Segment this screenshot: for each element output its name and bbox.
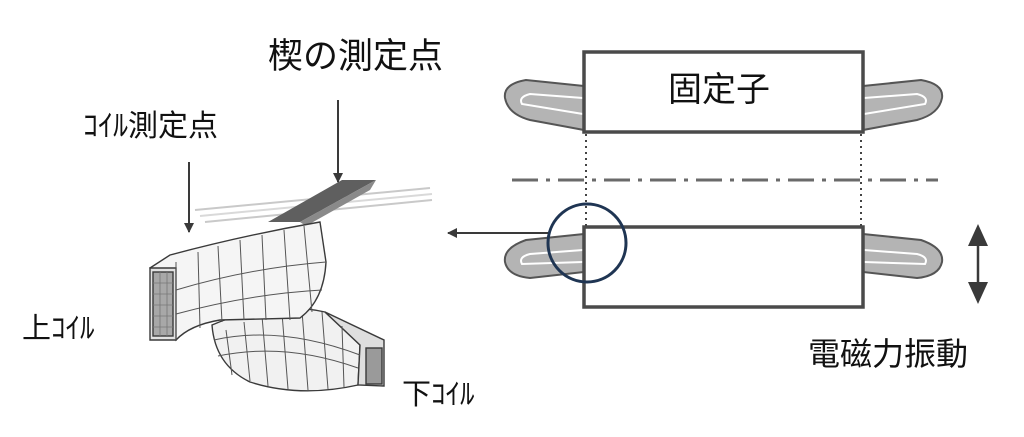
lower-block — [582, 225, 865, 309]
coil-end-lobes — [503, 78, 944, 280]
wedge — [268, 180, 376, 222]
wedge-measurement-point-label: 楔の測定点 — [268, 37, 444, 77]
lobe-upper-right — [862, 78, 944, 132]
coil-measurement-point-label: ｺｲﾙ測定点 — [83, 109, 218, 144]
upper-coil-label: 上ｺｲﾙ — [22, 311, 95, 345]
lower-coil-label: 下ｺｲﾙ — [402, 377, 475, 411]
up-down-arrow-icon — [968, 224, 988, 304]
coil-3d-drawing — [149, 100, 433, 392]
upper-coil — [149, 221, 327, 342]
lobe-upper-left — [503, 78, 585, 132]
lobe-lower-right — [862, 232, 944, 280]
stator-label: 固定子 — [668, 70, 770, 110]
em-vibration-label: 電磁力振動 — [808, 335, 969, 373]
lobe-lower-left — [503, 232, 585, 280]
stator-block — [582, 50, 865, 134]
highlight-circle — [546, 202, 628, 284]
stator-schematic — [447, 50, 988, 309]
wedge-plates — [194, 180, 433, 226]
lower-coil — [211, 307, 385, 392]
